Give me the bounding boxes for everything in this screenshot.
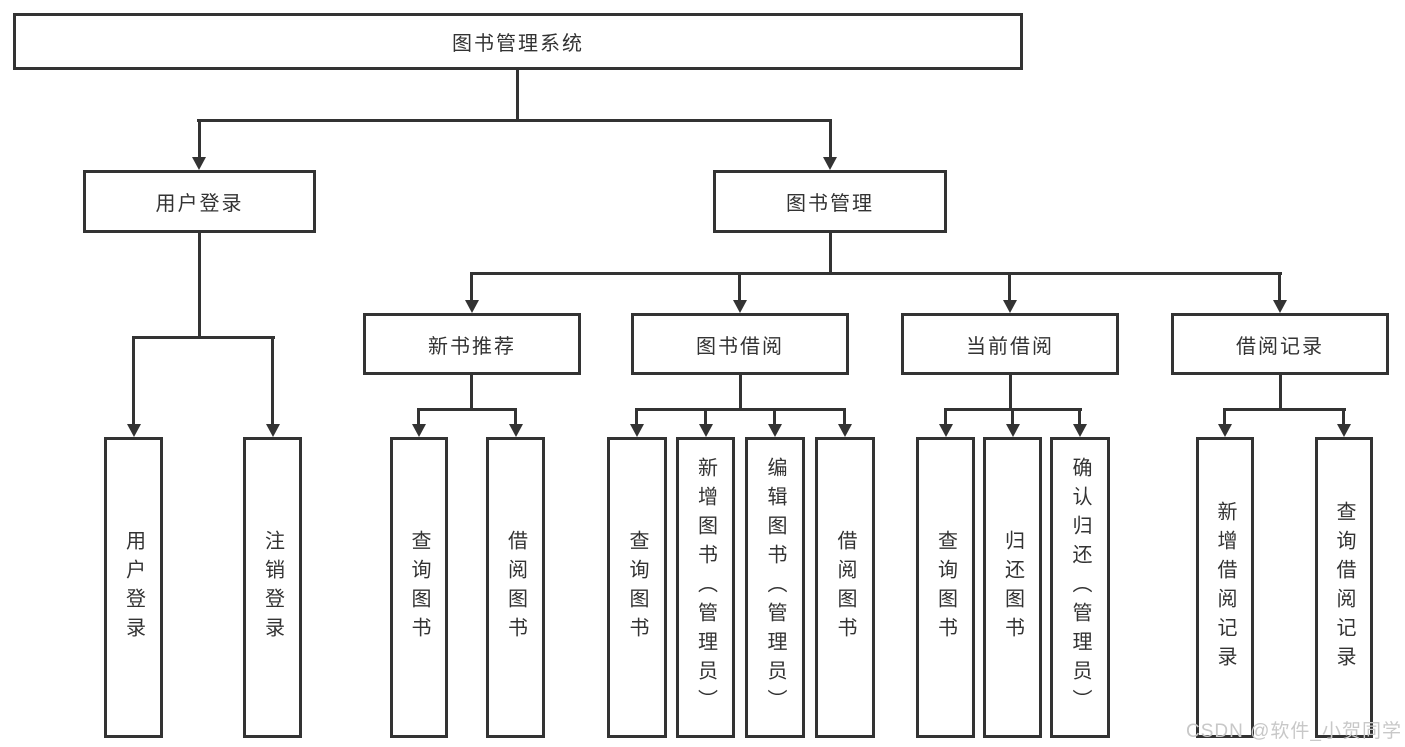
arrowhead [768,424,782,437]
connector-stem-book-borrow [738,272,741,301]
arrowhead-borrow-records [1273,300,1287,313]
connector-book-borrow-horizontal [635,408,846,411]
arrowhead [412,424,426,437]
leaf-records-query: 查询借阅记录 [1315,437,1373,738]
leaf-label: 查询图书 [626,529,648,646]
arrowhead [509,424,523,437]
node-book-borrow-label: 图书借阅 [696,335,784,358]
arrowhead [1337,424,1351,437]
leaf-borrow-add-admin: 新增图书（管理员） [676,437,735,738]
arrowhead [939,424,953,437]
connector-current-borrow-vertical [1009,375,1012,408]
connector-borrow-records-vertical [1279,375,1282,408]
connector-stem-logout-leaf [271,336,274,424]
connector-stem [773,408,776,425]
connector-stem-current-borrow [1008,272,1011,301]
arrowhead-login-leaf [127,424,141,437]
connector-level1-horizontal [197,119,832,122]
arrowhead-user-login [192,157,206,170]
node-borrow-records-label: 借阅记录 [1236,335,1324,358]
arrowhead [699,424,713,437]
leaf-current-confirm-admin: 确认归还（管理员） [1050,437,1110,738]
connector-level2-horizontal [470,272,1282,275]
connector-stem [1078,408,1081,425]
leaf-new-books-borrow: 借阅图书 [486,437,545,738]
connector-stem [1223,408,1226,425]
node-user-login-label: 用户登录 [155,193,244,215]
connector-stem [1342,408,1345,425]
connector-stem-user-login [198,119,201,158]
node-new-books: 新书推荐 [363,313,581,375]
connector-borrow-records-horizontal [1223,408,1346,411]
leaf-label: 查询图书 [408,529,430,646]
connector-new-books-vertical [470,375,473,408]
leaf-borrow-borrow: 借阅图书 [815,437,875,738]
node-book-borrow: 图书借阅 [631,313,849,375]
connector-stem-borrow-records [1278,272,1281,301]
leaf-new-books-query: 查询图书 [390,437,448,738]
leaf-borrow-query: 查询图书 [607,437,667,738]
connector-book-mgmt-vertical [829,233,832,272]
connector-stem [704,408,707,425]
connector-user-login-vertical [198,233,201,336]
connector-stem-book-mgmt [829,119,832,158]
leaf-logout-label: 注销登录 [261,529,284,646]
arrowhead-logout-leaf [266,424,280,437]
arrowhead [1073,424,1087,437]
leaf-label: 查询借阅记录 [1333,500,1355,675]
leaf-label: 查询图书 [934,529,957,646]
arrowhead-current-borrow [1003,300,1017,313]
connector-stem-login-leaf [132,336,135,424]
arrowhead [1006,424,1020,437]
leaf-label: 借阅图书 [504,529,527,646]
connector-stem [635,408,638,425]
node-root: 图书管理系统 [13,13,1023,70]
node-current-borrow-label: 当前借阅 [966,335,1054,358]
connector-stem [417,408,420,425]
connector-stem [514,408,517,425]
leaf-label: 新增图书（管理员） [694,457,717,718]
arrowhead [630,424,644,437]
connector-stem-new-books [470,272,473,301]
connector-book-borrow-vertical [739,375,742,408]
leaf-user-login: 用户登录 [104,437,163,738]
leaf-borrow-edit-admin: 编辑图书（管理员） [745,437,805,738]
node-book-mgmt-label: 图书管理 [786,193,874,215]
leaf-logout: 注销登录 [243,437,302,738]
leaf-label: 借阅图书 [834,529,856,646]
csdn-watermark: CSDN @软件_小贺同学 [1186,721,1402,742]
arrowhead-book-mgmt [823,157,837,170]
leaf-current-return: 归还图书 [983,437,1042,738]
node-user-login: 用户登录 [83,170,316,233]
connector-stem [1011,408,1014,425]
node-borrow-records: 借阅记录 [1171,313,1389,375]
connector-stem [944,408,947,425]
arrowhead [838,424,852,437]
arrowhead-book-borrow [733,300,747,313]
node-new-books-label: 新书推荐 [428,335,516,358]
leaf-records-add: 新增借阅记录 [1196,437,1254,738]
connector-root-vertical [516,69,519,119]
leaf-label: 新增借阅记录 [1214,500,1236,675]
connector-user-login-horizontal [132,336,275,339]
leaf-label: 归还图书 [1001,529,1024,646]
leaf-current-query: 查询图书 [916,437,975,738]
connector-new-books-horizontal [417,408,517,411]
leaf-label: 编辑图书（管理员） [764,457,786,718]
node-root-label: 图书管理系统 [452,33,584,55]
node-book-mgmt: 图书管理 [713,170,947,233]
arrowhead-new-books [465,300,479,313]
leaf-label: 确认归还（管理员） [1069,457,1091,718]
arrowhead [1218,424,1232,437]
leaf-user-login-label: 用户登录 [122,529,145,646]
node-current-borrow: 当前借阅 [901,313,1119,375]
connector-stem [843,408,846,425]
